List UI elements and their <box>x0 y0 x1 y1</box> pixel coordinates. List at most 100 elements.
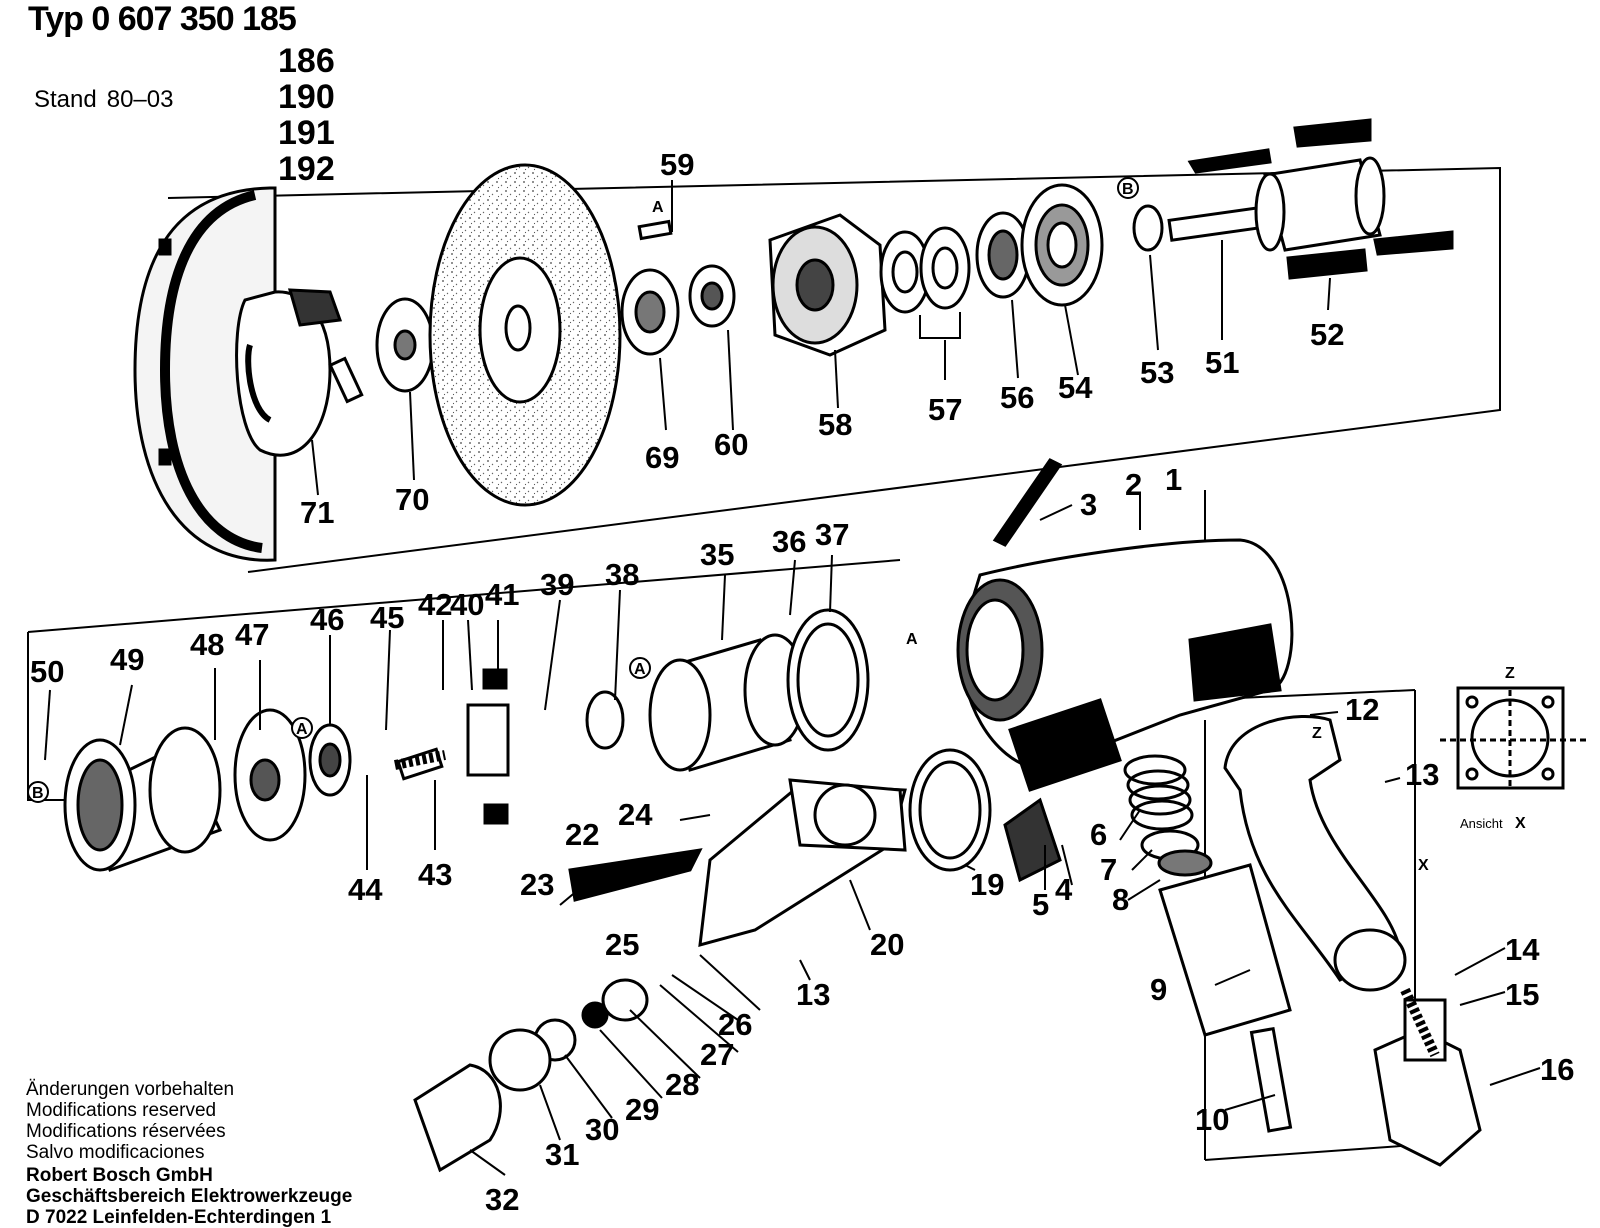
note-line: Salvo modificaciones <box>26 1142 205 1163</box>
part-label: 58 <box>818 407 852 442</box>
part-label: 53 <box>1140 355 1174 390</box>
part-label: 52 <box>1310 317 1344 352</box>
part-label: 4 <box>1055 872 1073 907</box>
part-label: 42 <box>418 587 452 622</box>
part-label: 9 <box>1150 972 1167 1007</box>
marker-b: B <box>32 785 44 802</box>
marker-a: A <box>634 661 646 678</box>
part-label: 49 <box>110 642 144 677</box>
part-label: 41 <box>485 577 519 612</box>
part-label: 19 <box>970 867 1004 902</box>
part-label: 20 <box>870 927 904 962</box>
part-label: 31 <box>545 1137 579 1172</box>
rotor-assembly <box>1167 118 1454 280</box>
company-line: D 7022 Leinfelden-Echterdingen 1 <box>26 1207 332 1228</box>
reference-markers: A A B B A A Z Z X Ansicht X <box>27 177 1526 874</box>
view-label: Ansicht <box>1460 816 1503 831</box>
marker-a: A <box>652 199 664 216</box>
part-label: 47 <box>235 617 269 652</box>
marker-a: A <box>906 631 918 648</box>
part-label: 69 <box>645 440 679 475</box>
stand-info: Stand 80–03 <box>34 86 183 114</box>
marker-z: Z <box>1312 725 1322 742</box>
marker-a: A <box>296 721 308 738</box>
note-line: Modifications reserved <box>26 1100 217 1121</box>
part-label: 37 <box>815 517 849 552</box>
part-label: 8 <box>1112 882 1129 917</box>
part-label: 36 <box>772 524 806 559</box>
part-label: 27 <box>700 1037 734 1072</box>
springs-and-rings <box>394 750 1440 1058</box>
part-label: 1 <box>1165 462 1182 497</box>
marker-z: Z <box>1505 665 1515 682</box>
part-label: 38 <box>605 557 639 592</box>
part-label: 43 <box>418 857 452 892</box>
company-line: Geschäftsbereich Elektrowerkzeuge <box>26 1186 353 1207</box>
part-label: 44 <box>348 872 383 907</box>
part-label: 60 <box>714 427 748 462</box>
part-label: 54 <box>1058 370 1093 405</box>
guard-assembly <box>133 186 364 562</box>
part-label: 40 <box>450 587 484 622</box>
marker-x: X <box>1418 857 1429 874</box>
part-label: 25 <box>605 927 639 962</box>
type-label: Typ 0 607 350 185 <box>28 0 297 38</box>
part-label: 10 <box>1195 1102 1229 1137</box>
part-label: 28 <box>665 1067 699 1102</box>
part-label: 57 <box>928 392 962 427</box>
variant-number: 192 <box>278 150 335 188</box>
company-line: Robert Bosch GmbH <box>26 1165 213 1186</box>
cylinder-35 <box>648 608 870 772</box>
variant-number: 190 <box>278 78 335 116</box>
stand-value: 80–03 <box>106 86 174 113</box>
part-label: 45 <box>370 600 404 635</box>
note-line: Modifications réservées <box>26 1121 226 1142</box>
view-x-detail <box>1440 686 1590 790</box>
part-label: 12 <box>1345 692 1379 727</box>
part-label: 71 <box>300 495 334 530</box>
washers-and-bearings <box>879 183 1164 314</box>
footer-company: Robert Bosch GmbH Geschäftsbereich Elekt… <box>26 1165 352 1228</box>
part-label: 14 <box>1505 932 1540 967</box>
footer-notes: Änderungen vorbehalten Modifications res… <box>26 1079 234 1163</box>
flange-70 <box>375 297 435 393</box>
part-label: 30 <box>585 1112 619 1147</box>
stand-label: Stand <box>34 86 97 113</box>
end-plate-parts <box>63 668 625 872</box>
part-label: 24 <box>618 797 653 832</box>
upper-frame <box>167 166 1501 573</box>
part-label: 39 <box>540 567 574 602</box>
part-label: 46 <box>310 602 344 637</box>
part-label: 56 <box>1000 380 1034 415</box>
variant-number: 191 <box>278 114 335 152</box>
spindle-parts <box>620 213 887 357</box>
part-label: 2 <box>1125 467 1142 502</box>
part-label: 70 <box>395 482 429 517</box>
part-label: 48 <box>190 627 224 662</box>
part-label: 35 <box>700 537 734 572</box>
part-label: 59 <box>660 147 694 182</box>
part-label: 22 <box>565 817 599 852</box>
part-label: 23 <box>520 867 554 902</box>
part-label: 29 <box>625 1092 659 1127</box>
grinding-wheel <box>428 163 622 507</box>
part-callouts: 1 2 3 4 5 6 7 8 9 10 12 13 13 14 15 16 1… <box>30 147 1574 1217</box>
part-label: 51 <box>1205 345 1239 380</box>
marker-b: B <box>1122 181 1134 198</box>
part-label: 16 <box>1540 1052 1574 1087</box>
note-line: Änderungen vorbehalten <box>26 1079 235 1100</box>
part-label: 7 <box>1100 852 1117 887</box>
leader-lines <box>44 180 1541 1176</box>
part-label: 6 <box>1090 817 1107 852</box>
inlet-assembly <box>413 748 1062 1173</box>
part-label: 15 <box>1505 977 1539 1012</box>
part-label: 50 <box>30 654 64 689</box>
part-label: 5 <box>1032 887 1049 922</box>
view-letter: X <box>1515 815 1526 832</box>
part-label: 13 <box>796 977 830 1012</box>
part-label: 13 <box>1405 757 1439 792</box>
part-label: 3 <box>1080 487 1097 522</box>
motor-housing <box>956 458 1294 792</box>
part-label: 26 <box>718 1007 752 1042</box>
